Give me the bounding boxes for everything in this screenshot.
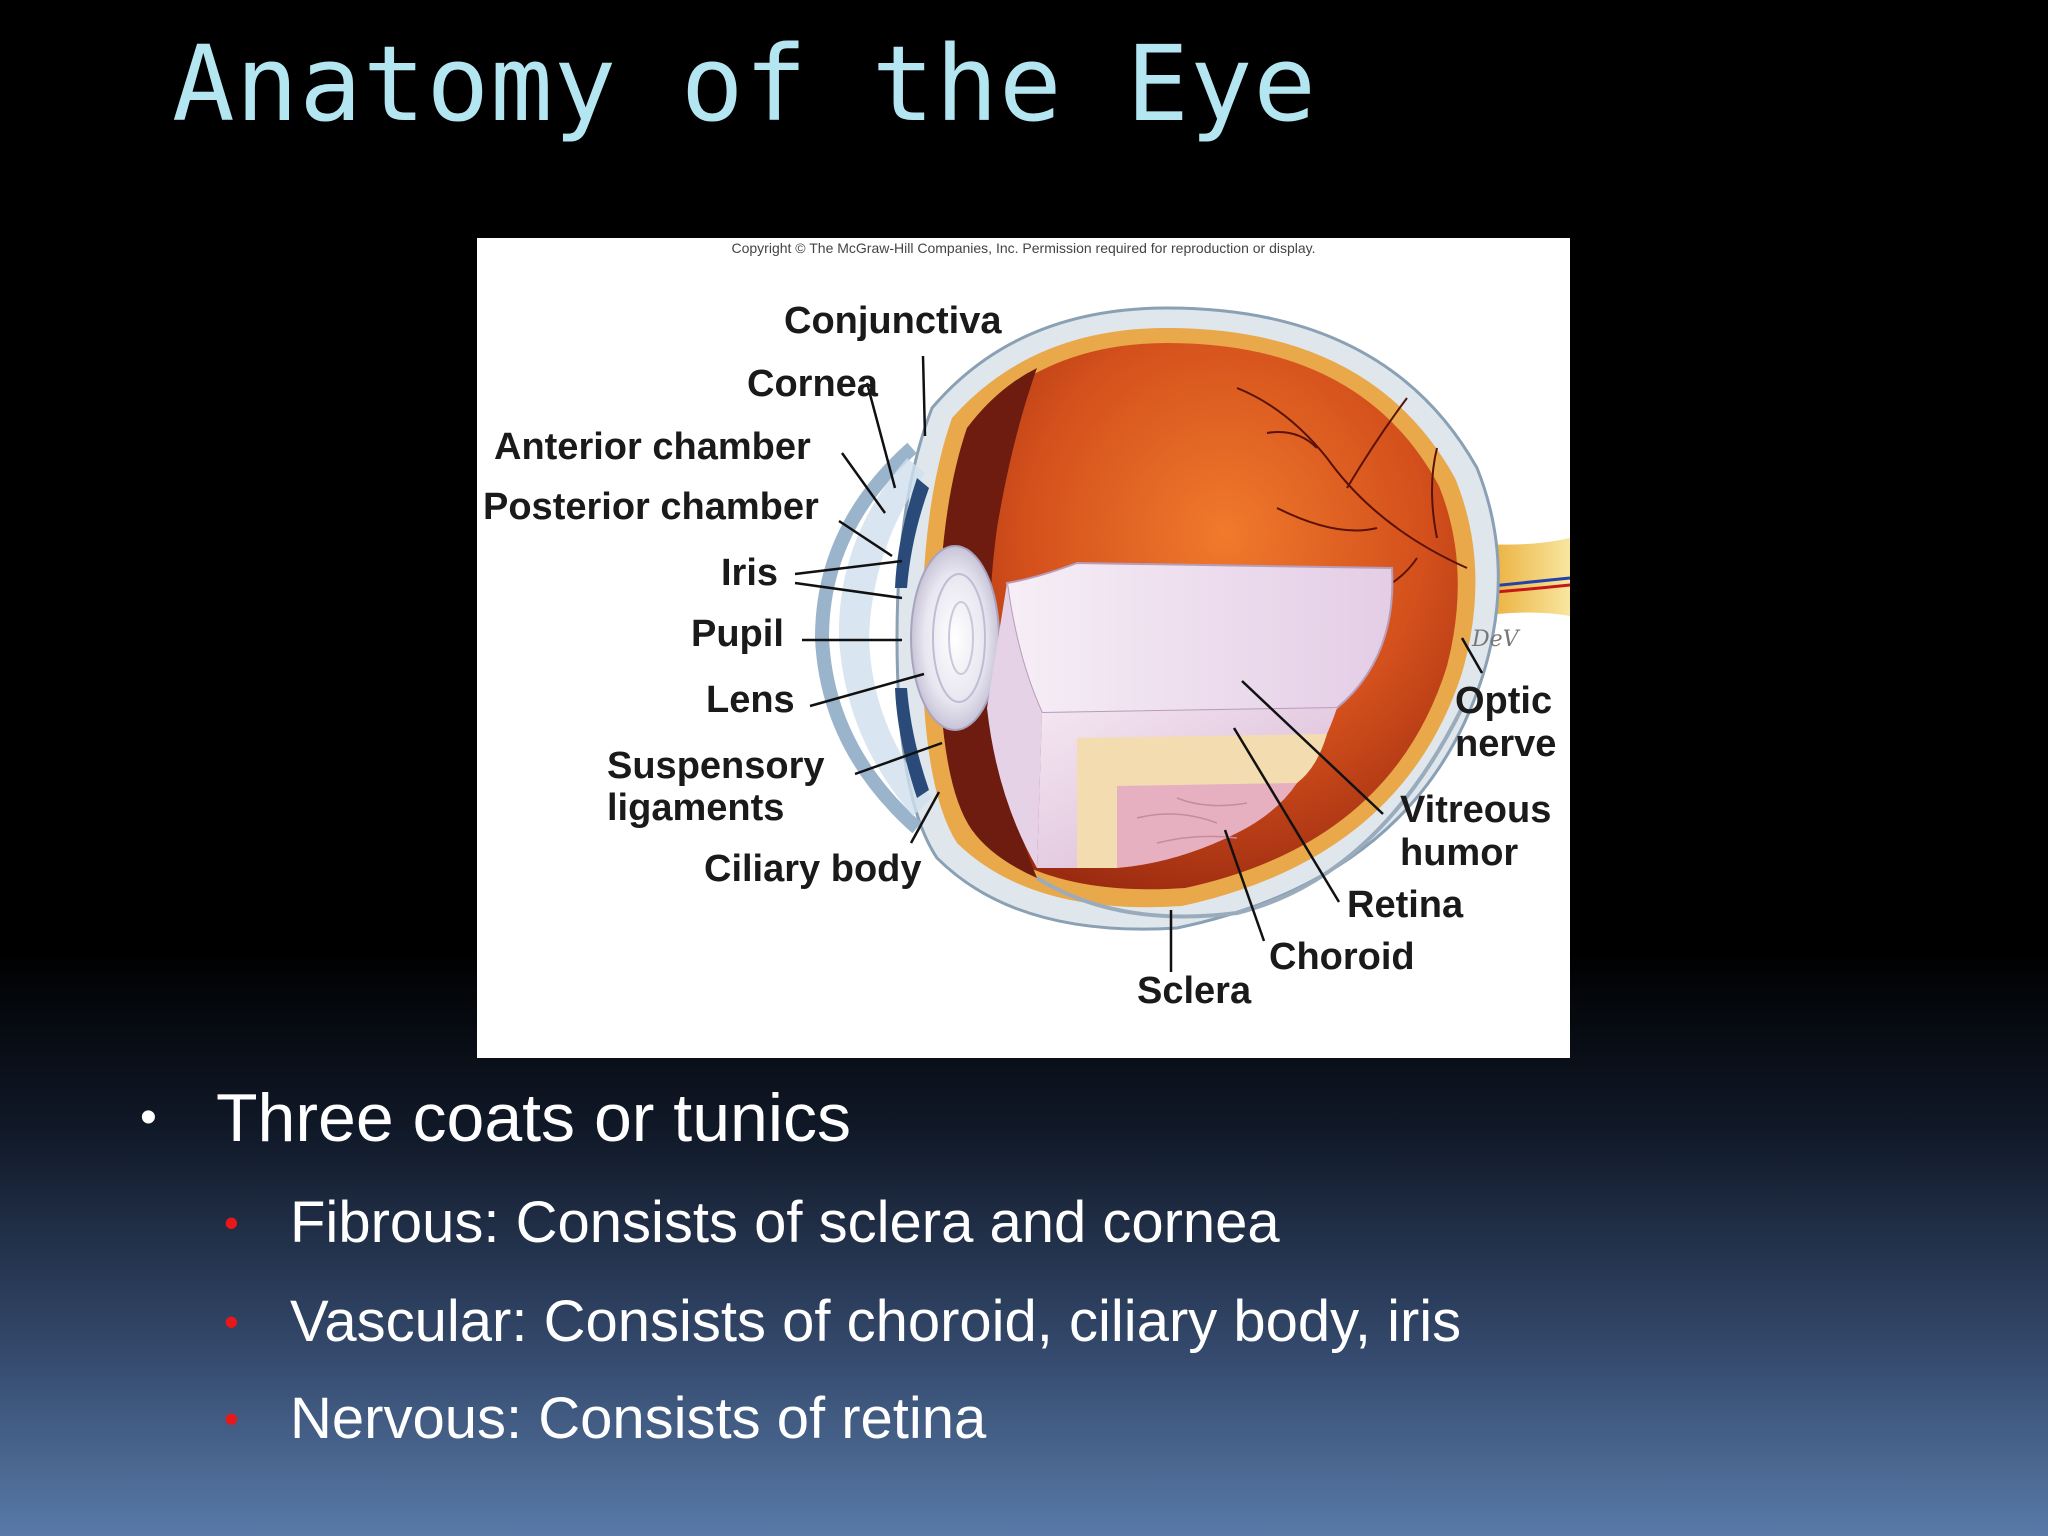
sub-bullet-marker: • bbox=[224, 1395, 239, 1442]
label-iris: Iris bbox=[721, 552, 779, 594]
bullet-marker: • bbox=[140, 1091, 157, 1144]
iris-shape bbox=[895, 478, 929, 588]
label-choroid: Choroid bbox=[1269, 936, 1415, 978]
leader-lines bbox=[794, 355, 1484, 972]
label-vitreous-humor-1: Vitreous bbox=[1400, 789, 1552, 831]
label-cornea: Cornea bbox=[747, 363, 878, 405]
vitreous-humor-shape bbox=[1005, 561, 1394, 715]
label-ciliary-body: Ciliary body bbox=[704, 848, 922, 890]
sub-bullet-marker: • bbox=[224, 1298, 239, 1345]
sub-bullet-marker: • bbox=[224, 1199, 239, 1246]
label-conjunctiva: Conjunctiva bbox=[784, 300, 1002, 342]
slide-title: Anatomy of the Eye bbox=[172, 23, 1318, 145]
label-sclera: Sclera bbox=[1137, 970, 1252, 1012]
cornea-shape bbox=[814, 442, 922, 834]
eye-anatomy-figure: Copyright © The McGraw-Hill Companies, I… bbox=[477, 238, 1570, 1058]
label-lens: Lens bbox=[706, 679, 795, 721]
label-optic-nerve-1: Optic bbox=[1455, 680, 1553, 722]
eye-illustration: DeV bbox=[794, 306, 1570, 972]
sub-bullet-vascular: Vascular: Consists of choroid, ciliary b… bbox=[290, 1289, 1462, 1354]
label-anterior-chamber: Anterior chamber bbox=[494, 426, 811, 468]
sub-bullet-fibrous: Fibrous: Consists of sclera and cornea bbox=[290, 1190, 1280, 1255]
copyright-notice: Copyright © The McGraw-Hill Companies, I… bbox=[731, 240, 1316, 256]
label-posterior-chamber: Posterior chamber bbox=[483, 486, 819, 528]
label-optic-nerve-2: nerve bbox=[1455, 723, 1557, 765]
sub-bullet-nervous: Nervous: Consists of retina bbox=[290, 1386, 987, 1451]
label-suspensory-ligaments-2: ligaments bbox=[607, 787, 785, 829]
label-pupil: Pupil bbox=[691, 613, 784, 655]
svg-text:DeV: DeV bbox=[1471, 627, 1521, 652]
bullet-main: Three coats or tunics bbox=[216, 1080, 851, 1156]
label-vitreous-humor-2: humor bbox=[1400, 832, 1519, 874]
label-suspensory-ligaments-1: Suspensory bbox=[607, 745, 825, 787]
label-retina: Retina bbox=[1347, 884, 1464, 926]
